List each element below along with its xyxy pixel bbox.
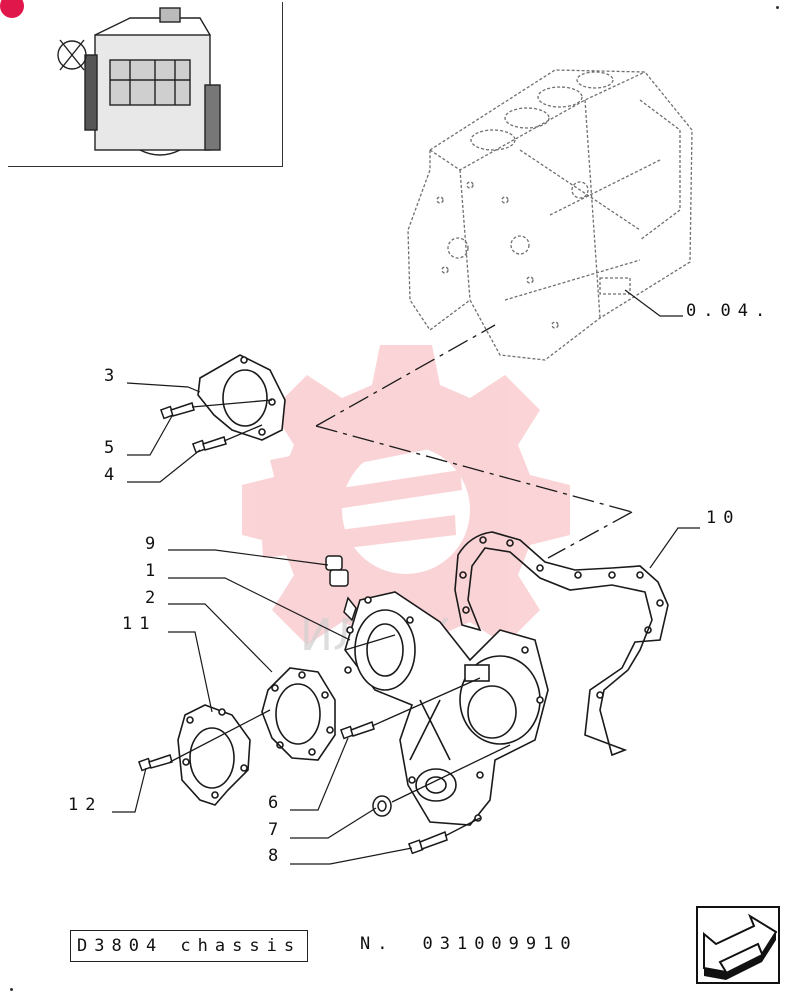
callout-11: 11 (122, 614, 157, 634)
model-label-box: D3804 chassis (70, 930, 309, 962)
gasket-10 (454, 531, 669, 757)
callout-10: 10 (706, 508, 741, 528)
assembly-lines (169, 324, 633, 837)
cover-3 (197, 354, 286, 441)
serial-prefix: N. (360, 934, 395, 954)
callout-1: 1 (145, 561, 163, 581)
serial-number: 031009910 (422, 934, 578, 954)
callout-7: 7 (268, 820, 286, 840)
cover-plate-11 (177, 704, 251, 806)
red-circle-badge (0, 0, 24, 18)
callout-5: 5 (104, 438, 122, 458)
callout-2: 2 (145, 588, 163, 608)
callout-3: 3 (104, 366, 122, 386)
next-page-arrow-icon[interactable] (696, 906, 780, 984)
bolts (137, 402, 448, 855)
callout-9: 9 (145, 534, 163, 554)
gasket-2 (261, 667, 336, 761)
front-cover-housing (344, 591, 549, 826)
leader-lines (112, 289, 700, 865)
serial-number-line: N. 031009910 (360, 934, 578, 954)
callout-4: 4 (104, 465, 122, 485)
callout-12: 12 (68, 795, 103, 815)
callout-6: 6 (268, 793, 286, 813)
corner-dot-top (776, 6, 779, 9)
engine-thumbnail (57, 7, 221, 156)
model-label: D3804 chassis (77, 936, 302, 956)
engine-block-ghost (407, 69, 693, 361)
corner-dot-bottom (10, 988, 13, 991)
callout-8: 8 (268, 846, 286, 866)
callout-ref-0-04: 0.04. (686, 301, 773, 321)
engine-thumbnail-frame (0, 0, 283, 167)
gear-watermark-icon (242, 345, 570, 675)
plug-9 (325, 555, 357, 622)
